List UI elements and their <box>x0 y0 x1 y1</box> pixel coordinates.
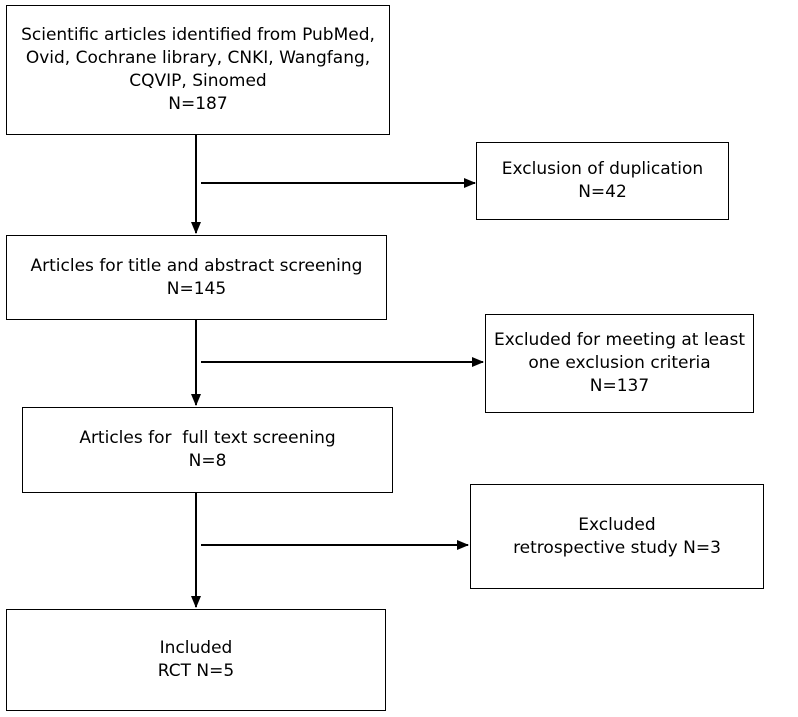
box-duplication-line-2: N=42 <box>578 182 627 202</box>
box-excluded-retro-line-2: retrospective study N=3 <box>513 537 721 558</box>
box-full-text: Articles for full text screening N=8 <box>22 407 393 493</box>
box-duplication: Exclusion of duplication N=42 <box>476 142 729 220</box>
box-identified-line-3: CQVIP, Sinomed <box>129 71 267 91</box>
box-identified-line-2: Ovid, Cochrane library, CNKI, Wangfang, <box>25 48 371 68</box>
box-full-text-line-1: Articles for full text screening <box>79 428 336 448</box>
box-excluded-criteria-line-3: N=137 <box>589 376 650 396</box>
box-title-abstract: Articles for title and abstract screenin… <box>6 235 387 320</box>
box-included-line-1: Included <box>159 638 233 658</box>
box-included: Included RCT N=5 <box>6 609 386 711</box>
box-included-line-2: RCT N=5 <box>157 661 235 681</box>
box-excluded-criteria-line-1: Excluded for meeting at least <box>493 330 745 350</box>
box-excluded-criteria: Excluded for meeting at least one exclus… <box>485 314 754 413</box>
box-full-text-line-2: N=8 <box>188 451 227 471</box>
box-excluded-criteria-line-2: one exclusion criteria <box>528 353 711 373</box>
box-identified-line-1: Scientific articles identified from PubM… <box>21 25 375 45</box>
box-identified-line-4: N=187 <box>168 94 228 114</box>
box-identified: Scientific articles identified from PubM… <box>6 5 390 135</box>
box-excluded-retro: Excluded retrospective study N=3 <box>470 484 764 589</box>
box-excluded-retro-line-1: Excluded <box>578 514 656 535</box>
box-title-abstract-line-1: Articles for title and abstract screenin… <box>30 255 363 276</box>
box-duplication-line-1: Exclusion of duplication <box>501 159 704 179</box>
box-title-abstract-line-2: N=145 <box>166 278 227 299</box>
